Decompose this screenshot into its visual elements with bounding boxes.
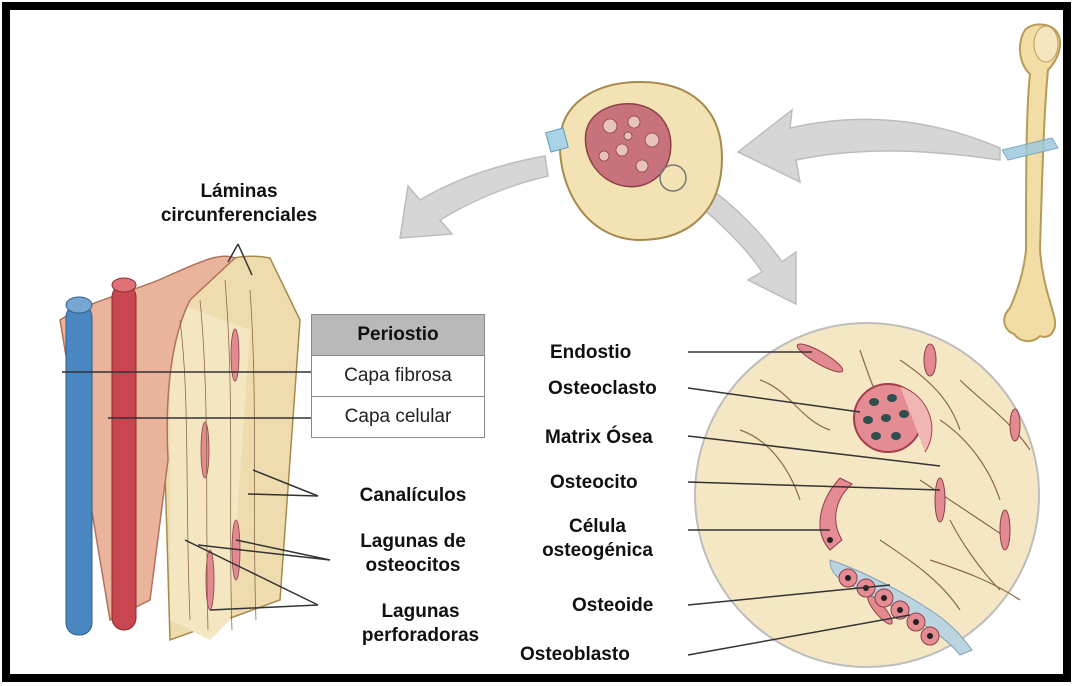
label-lagunas-perforadoras-line1: Lagunas	[338, 600, 503, 624]
periostio-row-fibrosa: Capa fibrosa	[312, 356, 485, 397]
label-osteoclasto: Osteoclasto	[548, 377, 657, 401]
label-lagunas-osteocitos-line2: osteocitos	[343, 554, 483, 578]
label-lagunas-osteocitos-line1: Lagunas de	[343, 530, 483, 554]
label-lagunas-perforadoras: Lagunas perforadoras	[338, 600, 503, 648]
label-celula-line1: Célula	[520, 515, 675, 539]
label-matrix-osea: Matrix Ósea	[545, 426, 653, 450]
label-laminas-line1: Láminas	[134, 180, 344, 204]
label-celula-line2: osteogénica	[520, 539, 675, 563]
label-endostio: Endostio	[550, 341, 631, 365]
label-osteocito: Osteocito	[550, 471, 638, 495]
label-osteoide: Osteoide	[572, 594, 653, 618]
osteon-magnification	[695, 323, 1039, 667]
label-canaliculos: Canalículos	[343, 484, 483, 508]
periostio-table: Periostio Capa fibrosa Capa celular	[311, 314, 485, 438]
label-osteoblasto: Osteoblasto	[520, 643, 630, 667]
label-celula-osteogenica: Célula osteogénica	[520, 515, 675, 563]
label-laminas-line2: circunferenciales	[134, 204, 344, 228]
periostio-row-celular: Capa celular	[312, 397, 485, 438]
label-lagunas-osteocitos: Lagunas de osteocitos	[343, 530, 483, 578]
label-lagunas-perforadoras-line2: perforadoras	[338, 624, 503, 648]
label-laminas-circunferenciales: Láminas circunferenciales	[134, 180, 344, 228]
periostio-header: Periostio	[312, 315, 485, 356]
